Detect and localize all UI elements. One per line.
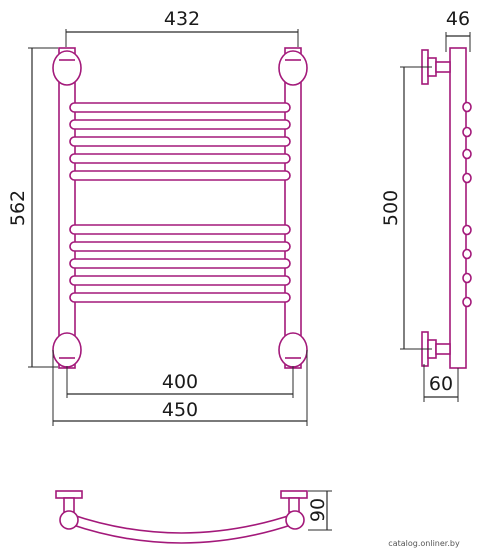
dimension-400-label: 400 xyxy=(162,371,198,393)
side-crossbar-ends xyxy=(462,101,472,308)
dimension-90: 90 xyxy=(307,490,332,531)
dimension-46: 46 xyxy=(445,8,471,52)
crossbar-end xyxy=(462,126,472,138)
dimension-450: 450 xyxy=(52,350,308,426)
top-right-mount-stem xyxy=(288,497,300,513)
crossbar xyxy=(69,153,291,164)
crossbar xyxy=(69,275,291,286)
dimension-500-label: 500 xyxy=(380,190,402,226)
top-right-riser-end xyxy=(285,510,305,530)
crossbar-end xyxy=(462,272,472,284)
top-view: 90 xyxy=(55,490,332,544)
crossbar-end xyxy=(462,148,472,160)
crossbar-end xyxy=(462,101,472,113)
crossbar xyxy=(69,119,291,130)
crossbar xyxy=(69,102,291,113)
crossbars xyxy=(69,102,291,303)
crossbar xyxy=(69,170,291,181)
crossbar xyxy=(69,241,291,252)
left-riser xyxy=(52,47,82,369)
crossbar xyxy=(69,224,291,235)
crossbar xyxy=(69,136,291,147)
crossbar xyxy=(69,258,291,269)
dimension-400: 400 xyxy=(66,366,294,398)
dimension-500: 500 xyxy=(380,66,432,350)
top-left-mount-plate xyxy=(55,490,83,499)
front-view: 432 562 xyxy=(7,8,308,426)
dimension-432-label: 432 xyxy=(164,8,200,30)
side-riser xyxy=(449,47,467,369)
dimension-562-label: 562 xyxy=(7,190,29,226)
dimension-450-label: 450 xyxy=(162,399,198,421)
side-view: 46 xyxy=(380,8,472,402)
top-curved-bar xyxy=(69,512,295,544)
dimension-60: 60 xyxy=(423,364,459,402)
crossbar xyxy=(69,292,291,303)
crossbar-end xyxy=(462,248,472,260)
dimension-90-label: 90 xyxy=(307,498,329,522)
crossbar-end xyxy=(462,296,472,308)
watermark: catalog.onliner.by xyxy=(388,539,460,548)
crossbar-end xyxy=(462,172,472,184)
crossbar-end xyxy=(462,224,472,236)
right-riser xyxy=(278,47,308,369)
top-right-mount-plate xyxy=(280,490,308,499)
dimension-432: 432 xyxy=(65,8,299,47)
top-left-mount-stem xyxy=(63,497,75,513)
dimension-562: 562 xyxy=(7,47,58,368)
dimension-60-label: 60 xyxy=(429,373,453,395)
top-left-riser-end xyxy=(59,510,79,530)
dimension-46-label: 46 xyxy=(446,8,470,30)
